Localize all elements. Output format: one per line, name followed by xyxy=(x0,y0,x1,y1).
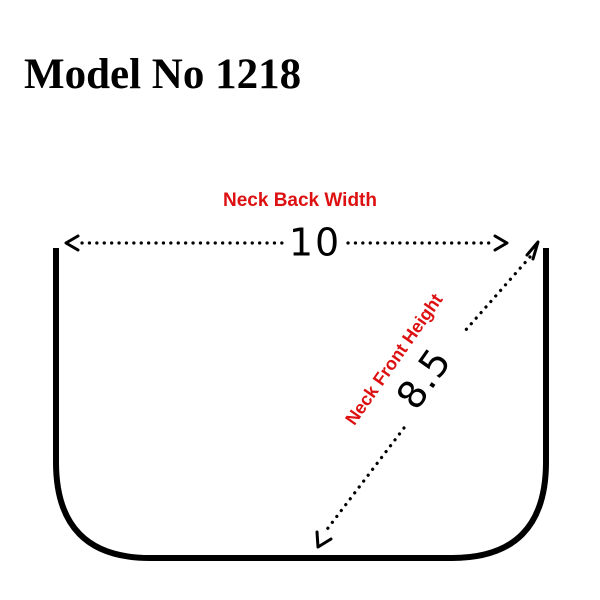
neck-outline xyxy=(53,248,549,561)
arrowhead-top xyxy=(525,240,540,261)
height-dimension-line xyxy=(315,240,540,549)
width-dimension-line xyxy=(64,234,509,252)
page-title: Model No 1218 xyxy=(24,51,302,98)
arrowhead-right xyxy=(493,234,509,252)
arrowhead-bottom xyxy=(315,530,333,549)
arrowhead-left xyxy=(64,234,80,252)
neck-back-width-label: Neck Back Width xyxy=(223,190,377,211)
neck-back-width-value: 10 xyxy=(289,221,341,265)
